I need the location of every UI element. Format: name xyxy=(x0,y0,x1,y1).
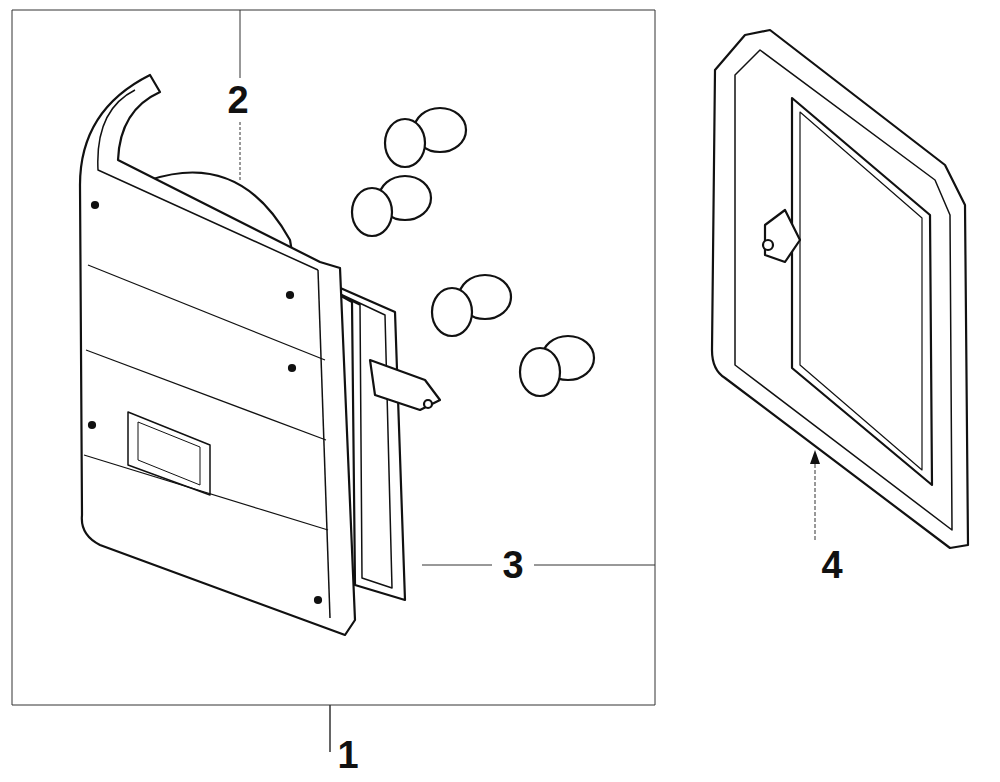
lamp-assembly xyxy=(80,30,968,635)
callout-number: 2 xyxy=(225,81,250,119)
bulbs xyxy=(352,108,594,396)
callout-number: 4 xyxy=(819,546,844,584)
callout-number: 1 xyxy=(335,736,360,774)
callout-number: 3 xyxy=(500,546,525,584)
arrow-leader xyxy=(810,450,820,540)
bracket-lines xyxy=(12,10,655,752)
